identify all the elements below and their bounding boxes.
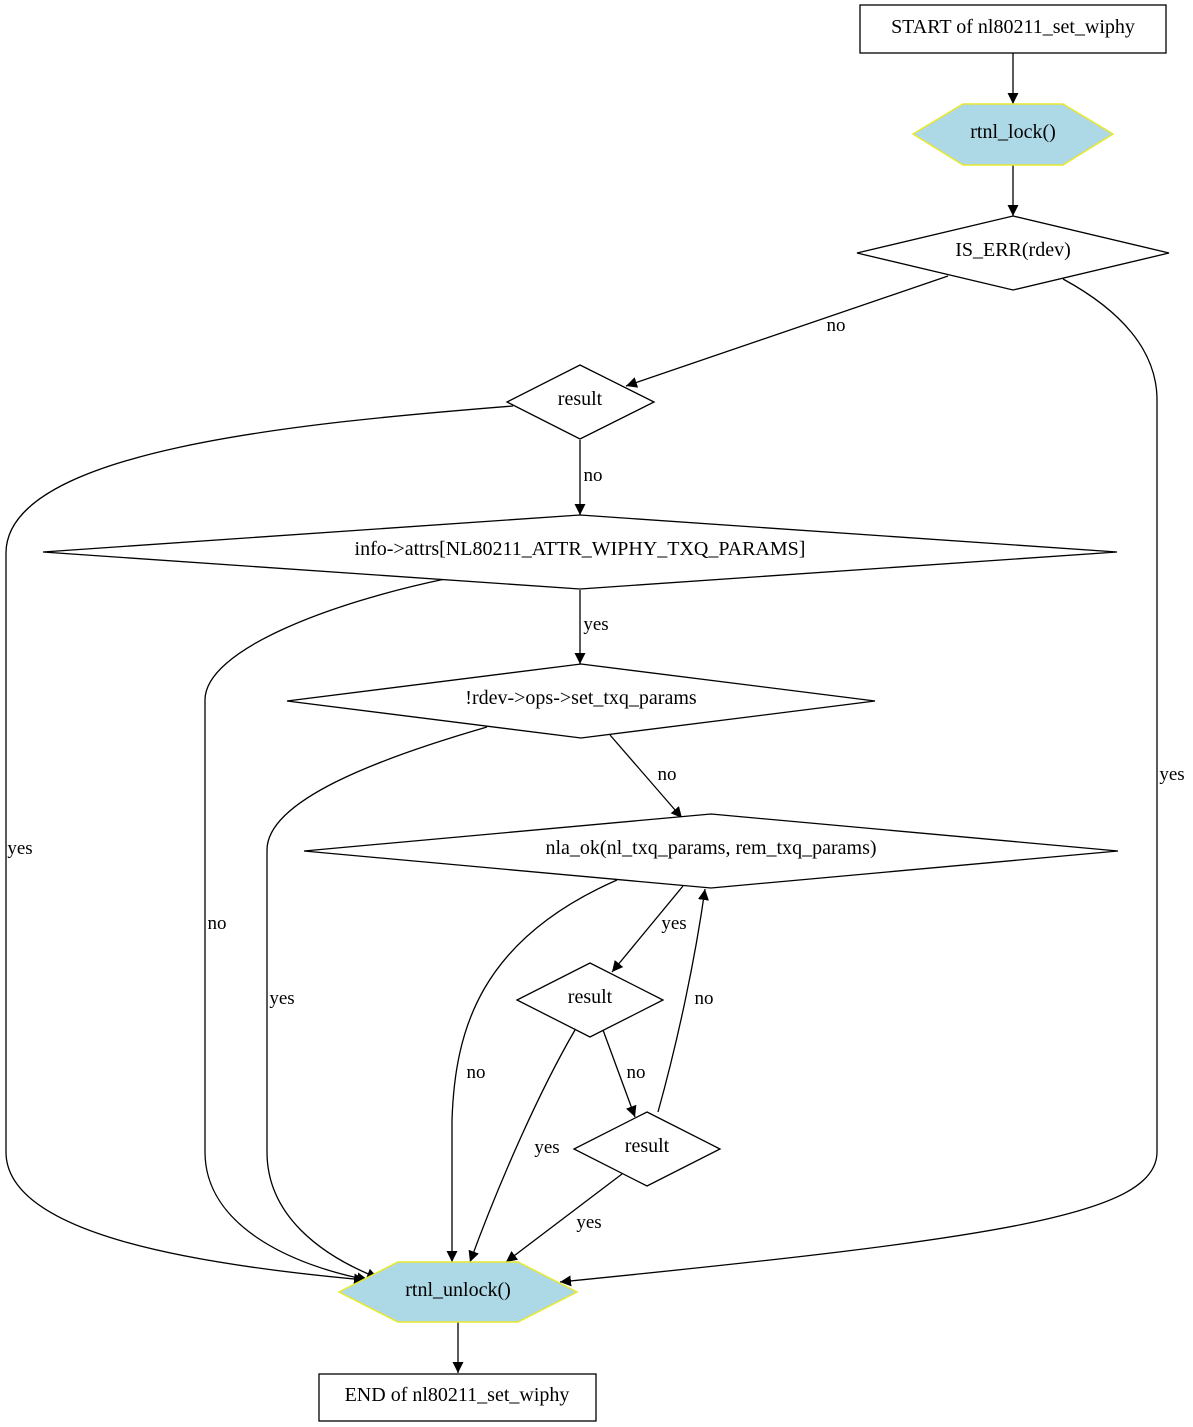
node-result3-label: result xyxy=(625,1135,670,1157)
edge-label-is-err-yes: yes xyxy=(1159,764,1184,785)
edge-label-result3-no: no xyxy=(695,988,714,1009)
node-result3: result xyxy=(572,1111,722,1187)
edge-label-result2-no: no xyxy=(627,1062,646,1083)
edge-ops-no xyxy=(609,734,683,819)
node-attrs-label: info->attrs[NL80211_ATTR_WIPHY_TXQ_PARAM… xyxy=(355,538,806,560)
edge-result2-yes xyxy=(468,1029,576,1263)
node-end: END of nl80211_set_wiphy xyxy=(318,1373,597,1422)
edge-label-ops-no: no xyxy=(658,764,677,785)
node-attrs: info->attrs[NL80211_ATTR_WIPHY_TXQ_PARAM… xyxy=(42,514,1118,590)
edge-result3-yes xyxy=(505,1173,623,1263)
edge-ops-yes xyxy=(266,726,488,1280)
node-is-err-label: IS_ERR(rdev) xyxy=(955,239,1071,261)
edge-label-nla-yes: yes xyxy=(661,913,686,934)
edge-label-result3-yes: yes xyxy=(576,1212,601,1233)
edge-nla-no xyxy=(446,879,618,1262)
node-unlock: rtnl_unlock() xyxy=(337,1261,579,1323)
node-lock-label: rtnl_lock() xyxy=(970,121,1056,143)
node-end-label: END of nl80211_set_wiphy xyxy=(345,1384,570,1406)
node-is-err: IS_ERR(rdev) xyxy=(856,215,1170,291)
edge-label-is-err-no: no xyxy=(827,315,846,336)
node-start-label: START of nl80211_set_wiphy xyxy=(891,16,1135,38)
node-result1-label: result xyxy=(558,388,603,410)
node-unlock-label: rtnl_unlock() xyxy=(405,1279,511,1301)
edges xyxy=(5,53,1158,1373)
edge-label-attrs-no: no xyxy=(208,913,227,934)
edge-label-ops-yes: yes xyxy=(269,988,294,1009)
edge-result3-no xyxy=(657,888,709,1113)
edge-result1-yes xyxy=(5,405,514,1285)
edge-label-nla-no: no xyxy=(467,1062,486,1083)
node-lock: rtnl_lock() xyxy=(911,103,1115,166)
edge-label-result2-yes: yes xyxy=(534,1137,559,1158)
edge-label-result1-no: no xyxy=(584,465,603,486)
node-ops: !rdev->ops->set_txq_params xyxy=(286,663,876,739)
node-ops-label: !rdev->ops->set_txq_params xyxy=(465,687,697,709)
node-start: START of nl80211_set_wiphy xyxy=(859,4,1167,54)
edge-label-attrs-yes: yes xyxy=(583,614,608,635)
nodes: START of nl80211_set_wiphy rtnl_lock() I… xyxy=(42,4,1170,1422)
edge-label-result1-yes: yes xyxy=(7,838,32,859)
node-result1: result xyxy=(505,364,656,440)
edge-is-err-no xyxy=(625,275,949,388)
edge-attrs-no xyxy=(204,578,446,1284)
edge-is-err-yes xyxy=(559,278,1158,1287)
edge-nla-yes xyxy=(611,885,684,973)
node-result2-label: result xyxy=(568,986,613,1008)
node-result2: result xyxy=(515,962,665,1038)
edge-labels: no yes no yes yes no no yes yes no no ye… xyxy=(7,315,1184,1233)
edge-result2-no xyxy=(602,1029,637,1118)
node-nla-ok: nla_ok(nl_txq_params, rem_txq_params) xyxy=(303,813,1119,889)
node-nla-ok-label: nla_ok(nl_txq_params, rem_txq_params) xyxy=(545,837,876,859)
